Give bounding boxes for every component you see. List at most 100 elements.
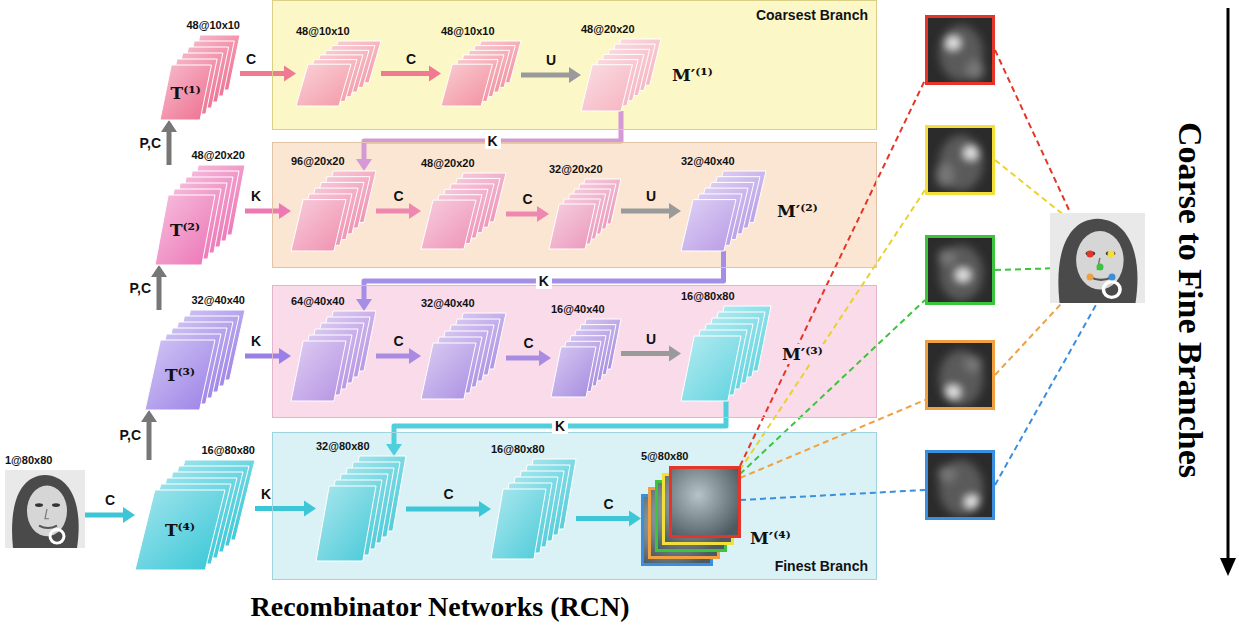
operation-label: C: [246, 51, 256, 67]
operation-label: K: [484, 133, 500, 149]
band-fill: [272, 285, 877, 418]
map-name: T⁽¹⁾: [171, 83, 201, 103]
input-image: 1@80x80: [5, 470, 85, 548]
flow-arrow: [161, 120, 177, 165]
feature-map-sheets: [421, 173, 506, 249]
branch-band: Finest Branch32@80x8016@80x805@80x80M′⁽⁴…: [272, 432, 877, 580]
map-name: T⁽⁴⁾: [165, 520, 195, 540]
feature-map-stack: 48@10x10: [296, 41, 381, 106]
dimension-label: 16@80x80: [491, 443, 545, 456]
feature-map-stack: 48@10x10T⁽¹⁾: [160, 35, 240, 120]
feature-map-sheets: [155, 165, 245, 265]
flow-arrow: [621, 346, 681, 362]
operation-label: C: [603, 496, 613, 512]
feature-map-stack: 48@20x20M′⁽¹⁾: [581, 39, 661, 111]
dimension-label: 16@40x40: [551, 303, 605, 316]
direction-arrow: [1220, 8, 1236, 576]
operation-label: K: [552, 418, 568, 434]
operation-label: C: [393, 333, 403, 349]
feature-map-sheets: [160, 35, 240, 120]
dimension-label: 16@80x80: [201, 444, 255, 457]
operation-label: P,C: [119, 427, 141, 443]
branch-heading: Finest Branch: [775, 558, 868, 575]
feature-map-stack: 32@40x40: [421, 313, 506, 399]
band-fill: [272, 0, 877, 130]
dimension-label: 16@80x80: [681, 290, 735, 303]
flow-arrow: [141, 410, 157, 460]
feature-map-sheets: [135, 460, 255, 570]
flow-arrow: [521, 67, 581, 83]
heatmap-stack: [641, 466, 741, 571]
dimension-label: 96@20x20: [291, 155, 345, 168]
flow-arrow: [245, 203, 291, 219]
operation-label: U: [546, 52, 556, 68]
branch-band: 96@20x2048@20x2032@20x2032@40x40M′⁽²⁾: [272, 142, 877, 268]
branch-band: Coarsest Branch 48@10x10 48@10x10 48@20x20M…: [272, 0, 877, 130]
band-fill: [272, 432, 877, 580]
map-name: T⁽²⁾: [170, 220, 200, 240]
flow-arrow: [381, 66, 441, 82]
feature-map-stack: 48@10x10: [441, 41, 521, 106]
heatmap: [925, 450, 995, 520]
operation-label: P,C: [139, 135, 161, 151]
feature-map-sheets: [316, 456, 406, 561]
dimension-label: 48@10x10: [441, 25, 495, 38]
heatmap: [925, 125, 995, 195]
feature-map-sheets: [681, 306, 771, 401]
flow-arrow: [151, 265, 167, 310]
dimension-label: 32@80x80: [316, 440, 370, 453]
flow-arrow: [240, 66, 296, 82]
operation-label: C: [393, 188, 403, 204]
operation-label: C: [522, 191, 532, 207]
feature-map-sheets: [291, 311, 376, 401]
dimension-label: 48@20x20: [191, 149, 245, 162]
feature-map-stack: 48@20x20: [421, 173, 506, 249]
feature-map-stack: 16@80x80: [491, 459, 576, 559]
heatmap: [925, 15, 995, 85]
feature-map-stack: 32@80x80: [316, 456, 406, 561]
operation-label: K: [261, 486, 271, 502]
map-name: M′⁽¹⁾: [669, 65, 716, 85]
axis-label: Coarse to Fine Branches: [1171, 122, 1209, 478]
flow-arrow: [576, 511, 641, 527]
diagram-title: Recombinator Networks (RCN): [251, 590, 630, 624]
dimension-label: 32@40x40: [681, 155, 735, 168]
flow-arrow: [85, 507, 135, 523]
feature-map-stack: 32@40x40M′⁽²⁾: [681, 171, 766, 251]
operation-label: P,C: [129, 280, 151, 296]
dimension-label: 48@20x20: [421, 157, 475, 170]
dimension-label: 32@40x40: [191, 294, 245, 307]
operation-label: C: [523, 335, 533, 351]
operation-label: K: [251, 188, 261, 204]
flow-arrow: [621, 203, 681, 219]
feature-map-stack: 32@20x20: [549, 179, 621, 249]
feature-map-sheets: [681, 171, 766, 251]
band-fill: [272, 142, 877, 268]
flow-arrow: [356, 111, 621, 171]
feature-map-sheets: [291, 171, 376, 251]
feature-map-sheets: [296, 41, 381, 106]
flow-arrow: [406, 501, 491, 517]
flow-arrow: [245, 348, 291, 364]
flow-arrow: [356, 251, 724, 311]
dimension-label: 48@10x10: [186, 19, 240, 32]
operation-label: U: [646, 188, 656, 204]
face-image: [5, 470, 85, 548]
feature-map-sheets: [491, 459, 576, 559]
feature-map-sheets: [581, 39, 661, 111]
map-name: M′⁽²⁾: [774, 201, 821, 221]
feature-map-stack: 16@80x80T⁽⁴⁾: [135, 460, 255, 570]
feature-map-sheets: [145, 310, 245, 410]
feature-map-sheets: [549, 179, 621, 249]
feature-map-sheets: [551, 319, 621, 397]
face-image: [1050, 213, 1145, 303]
map-name: M′⁽⁴⁾: [747, 528, 794, 548]
feature-map-stack: 96@20x20: [291, 171, 376, 251]
feature-map-stack: 48@20x20T⁽²⁾: [155, 165, 245, 265]
dimension-label: 48@10x10: [296, 25, 350, 38]
feature-map-sheets: [441, 41, 521, 106]
operation-label: U: [646, 331, 656, 347]
feature-map-stack: 32@40x40T⁽³⁾: [145, 310, 245, 410]
map-name: M′⁽³⁾: [779, 344, 826, 364]
branch-heading: Coarsest Branch: [756, 7, 868, 24]
